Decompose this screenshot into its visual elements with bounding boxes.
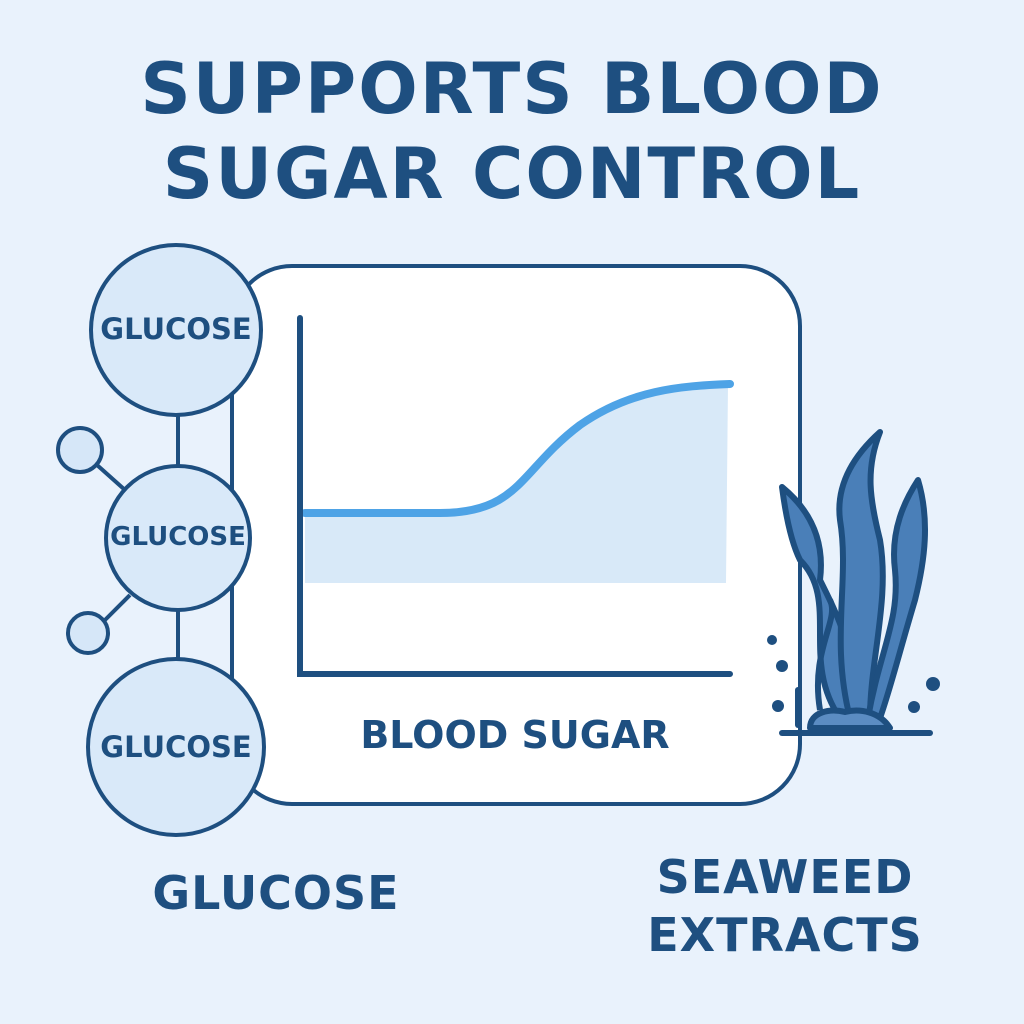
glucose-molecule-label: GLUCOSE [100,312,252,346]
seaweed-label-line-1: SEAWEED [656,850,914,904]
glucose-label: GLUCOSE [152,866,400,920]
glucose-molecule-label: GLUCOSE [110,522,246,552]
small-atom [66,611,110,655]
seaweed-label-line-2: EXTRACTS [647,908,923,962]
seaweed-icon [779,420,933,736]
chart-axes [297,315,733,677]
bubbles [767,635,940,713]
glucose-molecule [86,657,266,837]
curve-fill [305,384,728,583]
title-line-1: SUPPORTS BLOOD [140,48,884,130]
glucose-molecule [89,243,263,417]
seaweed-extracts-label: SEAWEED EXTRACTS [640,848,930,964]
glucose-molecule-label: GLUCOSE [100,730,252,764]
title-line-2: SUGAR CONTROL [162,133,862,215]
glucose-molecule [104,464,252,612]
blood-sugar-curve [301,380,734,517]
chart-label: BLOOD SUGAR [360,713,670,757]
small-atom [56,426,104,474]
